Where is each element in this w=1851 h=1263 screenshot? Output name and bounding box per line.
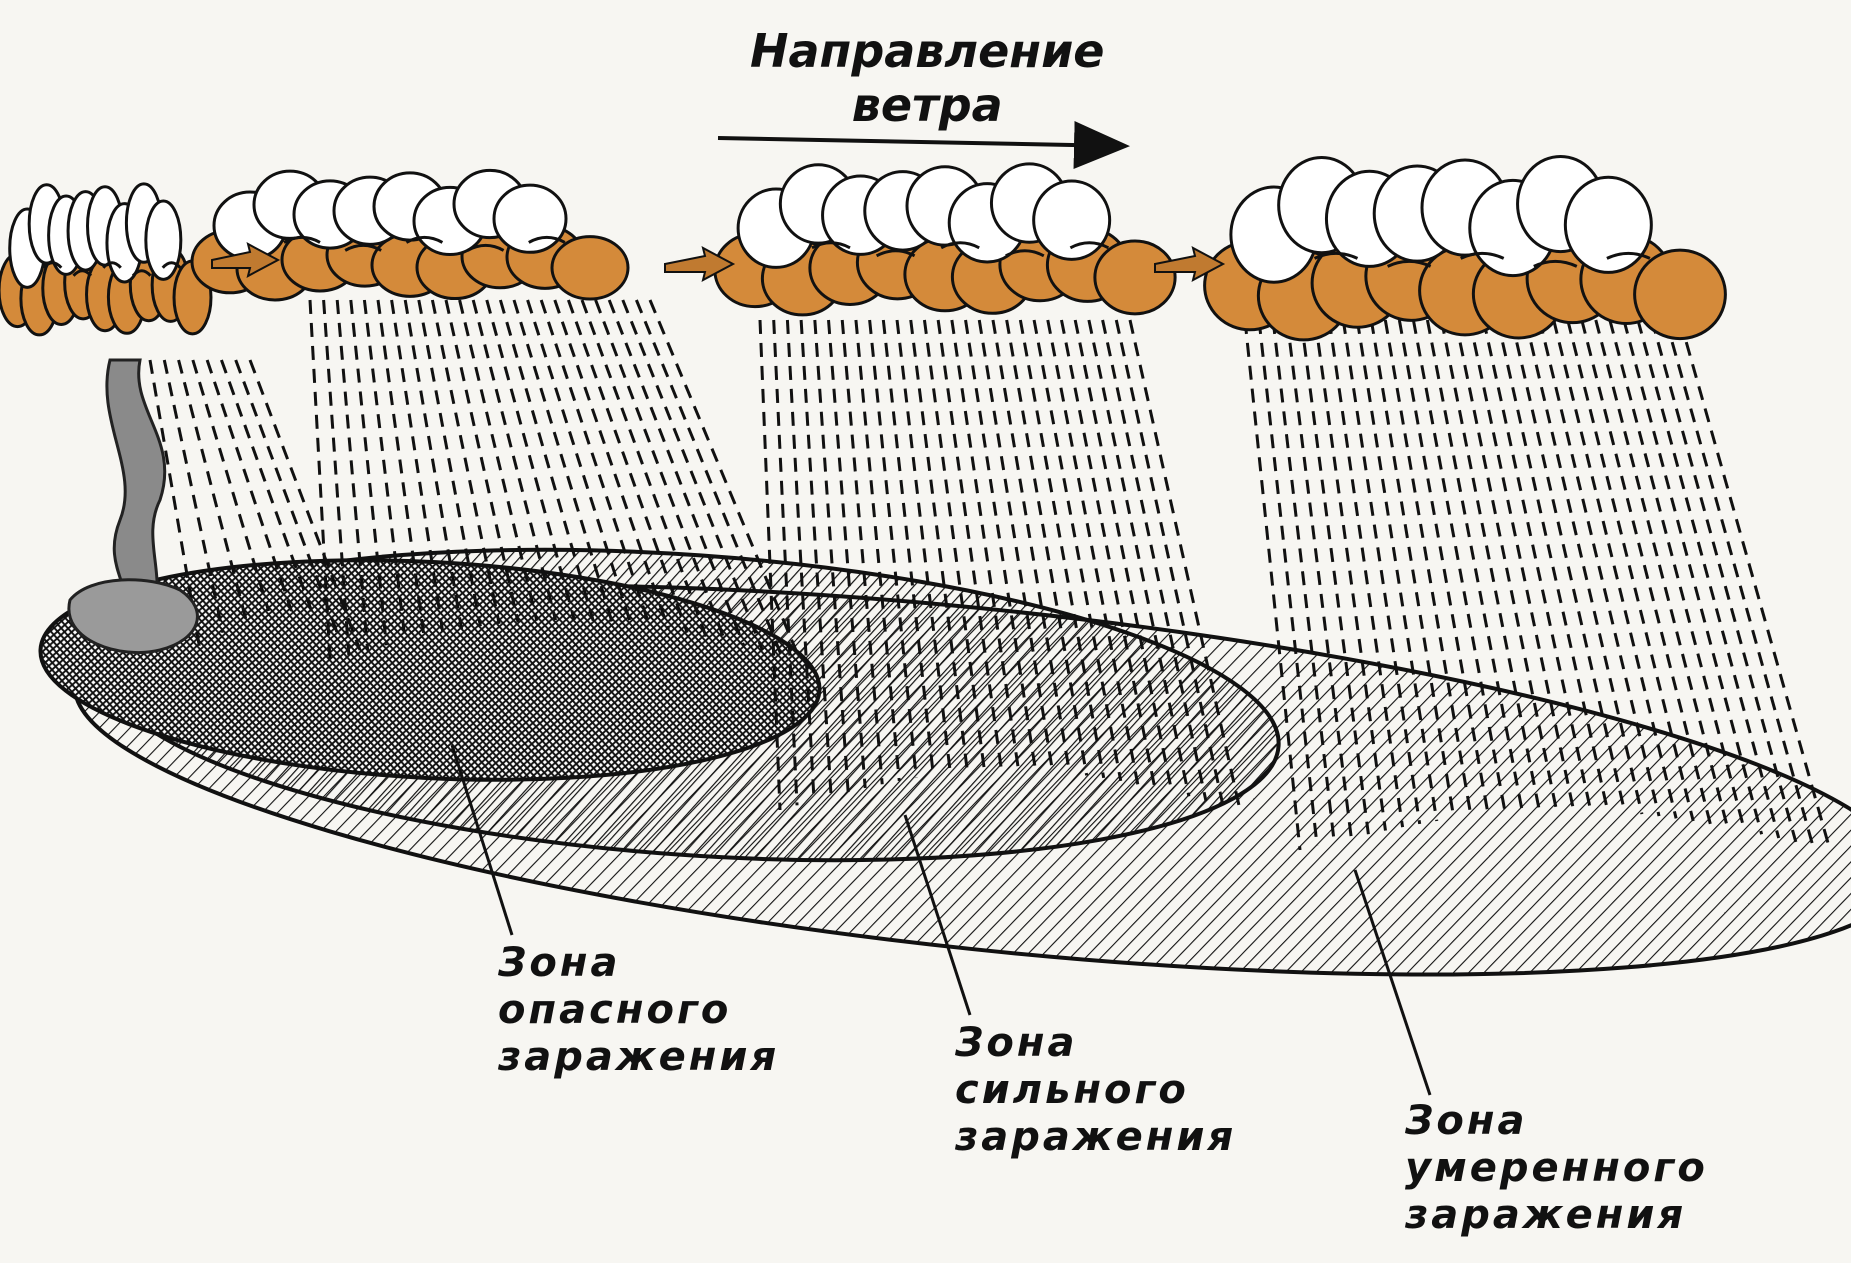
zone-label-dangerous: Зона опасного заражения xyxy=(498,940,779,1082)
zone-label-line: заражения xyxy=(498,1034,779,1081)
fallout-cloud-1 xyxy=(192,170,628,300)
zone-label-line: заражения xyxy=(955,1114,1236,1161)
zone-label-strong: Зона сильного заражения xyxy=(955,1020,1236,1162)
wind-direction-label: Направление ветра xyxy=(750,24,1105,133)
wind-direction-arrow xyxy=(718,138,1122,146)
zone-label-line: Зона xyxy=(498,940,779,987)
zone-label-line: заражения xyxy=(1405,1192,1708,1239)
zone-label-line: опасного xyxy=(498,987,779,1034)
zone-ellipses xyxy=(35,514,1851,1045)
fallout-cloud-2 xyxy=(715,164,1175,315)
cloud-puff xyxy=(1095,241,1175,314)
cloud-puff xyxy=(1635,250,1726,338)
wind-label-line1: Направление xyxy=(750,24,1105,78)
explosion-column xyxy=(69,360,198,653)
zone-label-line: Зона xyxy=(955,1020,1236,1067)
zone-label-line: умеренного xyxy=(1405,1145,1708,1192)
zone-label-line: Зона xyxy=(1405,1098,1708,1145)
clouds xyxy=(0,156,1725,339)
zone-label-line: сильного xyxy=(955,1067,1236,1114)
fallout-cloud-3 xyxy=(1205,156,1726,339)
wind-label-line2: ветра xyxy=(750,78,1105,132)
zone-label-moderate: Зона умеренного заражения xyxy=(1405,1098,1708,1240)
mushroom-cloud xyxy=(0,184,211,335)
cloud-puff xyxy=(552,237,628,299)
